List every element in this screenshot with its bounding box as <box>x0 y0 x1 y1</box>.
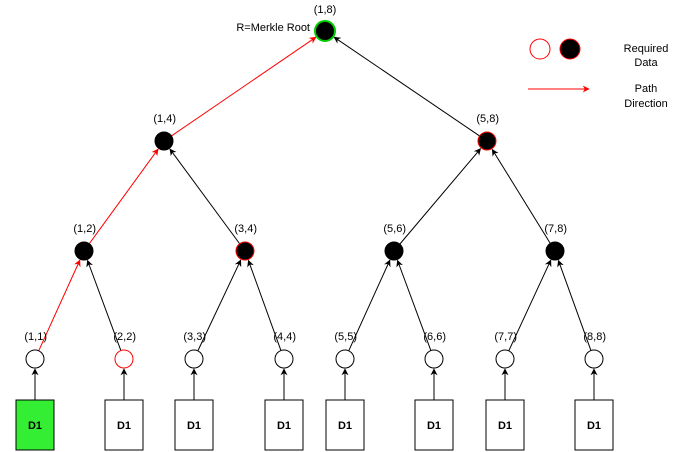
node-label-n77: (7,7) <box>494 331 517 343</box>
tree-node-n78 <box>545 241 565 261</box>
tree-edges <box>38 36 592 352</box>
tree-node-n33 <box>184 349 204 369</box>
data-block-3 <box>174 399 214 451</box>
node-label-n33: (3,3) <box>183 331 206 343</box>
data-block-5 <box>325 399 365 451</box>
tree-node-n18 <box>314 20 336 42</box>
node-label-n44: (4,4) <box>273 331 296 343</box>
node-label-n14: (1,4) <box>153 113 176 125</box>
tree-node-n55 <box>335 349 355 369</box>
data-block-label-1: D1 <box>28 420 42 432</box>
data-block-label-8: D1 <box>587 420 601 432</box>
data-block-label-6: D1 <box>427 420 441 432</box>
legend: Required Data Path Direction <box>528 38 669 110</box>
data-block-2 <box>104 399 144 451</box>
tree-node-n58 <box>477 131 497 151</box>
node-label-n34: (3,4) <box>234 223 257 235</box>
node-label-n12: (1,2) <box>73 223 96 235</box>
tree-node-n88 <box>584 349 604 369</box>
tree-node-n34 <box>235 241 255 261</box>
node-label-n18: (1,8) <box>314 4 337 16</box>
legend-required-label-line2: Data <box>634 57 658 69</box>
tree-edge-n33-n34 <box>197 259 242 352</box>
legend-filled-node-icon <box>559 38 581 60</box>
node-label-n11: (1,1) <box>24 331 47 343</box>
legend-required-label-line1: Required <box>624 43 669 55</box>
tree-node-n12 <box>74 241 94 261</box>
tree-node-n56 <box>384 241 404 261</box>
data-block-1 <box>15 399 55 451</box>
data-block-8 <box>574 399 614 451</box>
data-block-6 <box>414 399 454 451</box>
leaf-links <box>31 368 598 400</box>
tree-nodes: (1,8) (1,4) (5,8) (1,2) (3,4) (5,6) (7,8) (1,1)… <box>24 4 606 369</box>
path-edge-n11-n12 <box>38 259 81 352</box>
tree-edge-n88-n78 <box>557 259 592 351</box>
legend-path-label-line2: Direction <box>624 98 667 110</box>
tree-edge-n44-n34 <box>247 259 282 351</box>
tree-edge-n22-n12 <box>86 259 122 351</box>
tree-node-n77 <box>495 349 515 369</box>
data-block-label-2: D1 <box>117 420 131 432</box>
tree-node-n14 <box>154 131 174 151</box>
tree-edge-n55-n56 <box>348 259 391 352</box>
tree-node-n22 <box>114 349 134 369</box>
legend-path-label-line1: Path <box>635 83 658 95</box>
tree-node-n66 <box>424 349 444 369</box>
tree-edge-n56-n58 <box>399 148 481 245</box>
legend-open-node-icon <box>529 38 551 60</box>
node-label-n78: (7,8) <box>544 223 567 235</box>
data-block-label-3: D1 <box>187 420 201 432</box>
data-blocks: D1 D1 D1 D1 D1 D1 D1 D1 <box>15 399 614 451</box>
tree-edge-n58-n18 <box>333 36 480 137</box>
data-block-7 <box>485 399 525 451</box>
data-block-label-7: D1 <box>498 420 512 432</box>
data-block-4 <box>264 399 304 451</box>
node-label-n22: (2,2) <box>113 331 136 343</box>
node-label-n58: (5,8) <box>476 113 499 125</box>
node-label-n66: (6,6) <box>423 331 446 343</box>
tree-node-n11 <box>25 349 45 369</box>
tree-edge-n66-n56 <box>396 259 432 351</box>
data-block-label-4: D1 <box>277 420 291 432</box>
root-label: R=Merkle Root <box>236 22 310 34</box>
tree-edge-n34-n14 <box>169 148 241 245</box>
tree-edge-n78-n58 <box>491 148 551 244</box>
node-label-n55: (5,5) <box>334 331 357 343</box>
path-edge-n12-n14 <box>88 148 159 245</box>
node-label-n56: (5,6) <box>383 223 406 235</box>
tree-edge-n77-n78 <box>508 259 552 352</box>
node-label-n88: (8,8) <box>583 331 606 343</box>
data-block-label-5: D1 <box>338 420 352 432</box>
tree-node-n44 <box>274 349 294 369</box>
path-edge-n14-n18 <box>171 36 317 137</box>
